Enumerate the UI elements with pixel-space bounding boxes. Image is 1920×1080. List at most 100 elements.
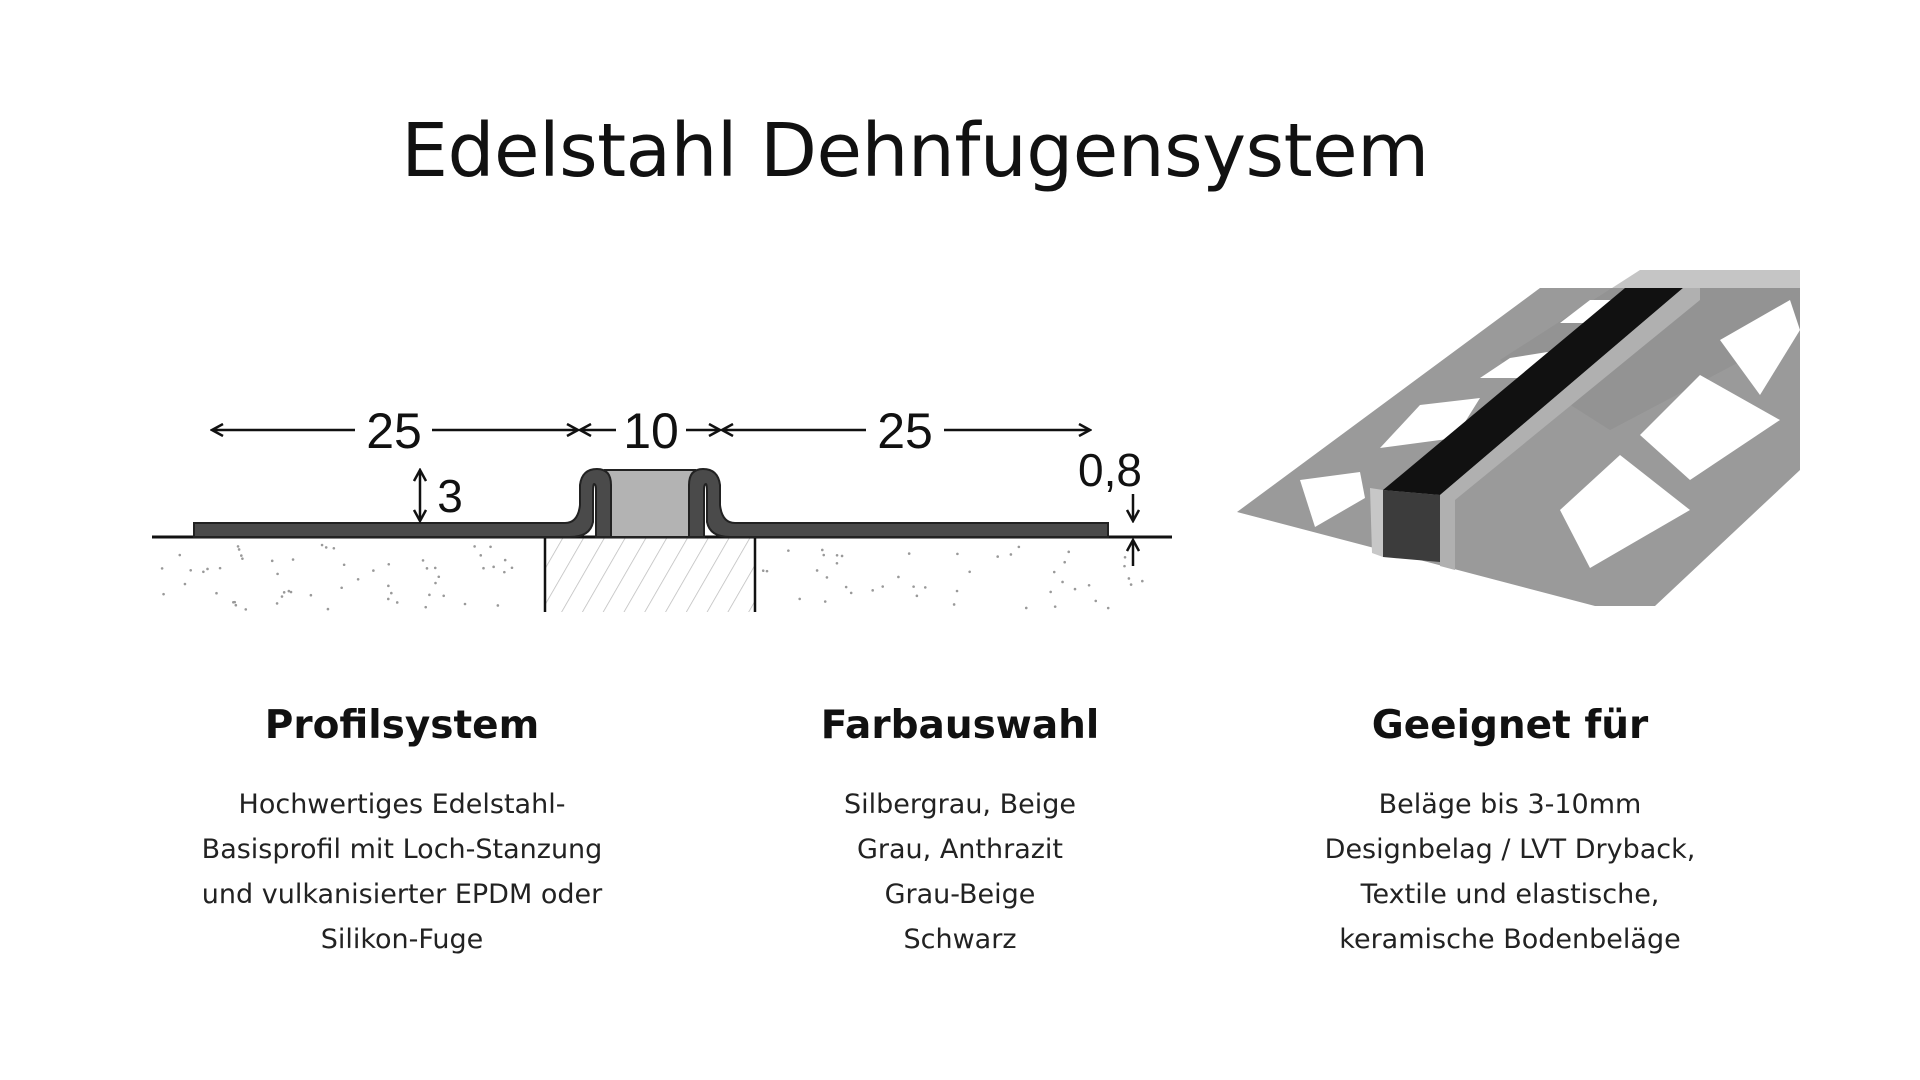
feature-line: Textile und elastische, [1360,879,1660,910]
substrate-dot [390,591,393,595]
substrate-dot [761,569,765,573]
substrate-dot [1017,545,1021,549]
substrate-dot [1127,577,1131,580]
substrate-dot [395,601,399,604]
feature-farbauswahl: Farbauswahl Silbergrau, Beige Grau, Anth… [700,700,1220,962]
substrate-dot [897,575,900,579]
substrate-dot [244,608,248,611]
substrate-dot [871,589,874,592]
substrate-dot [1129,583,1133,586]
substrate-dot [1053,605,1057,608]
feature-line: Silikon-Fuge [320,924,484,955]
substrate-dot [270,559,274,563]
substrate-dot [821,548,824,552]
substrate-dot [1052,570,1056,574]
substrate-dot [823,600,827,603]
feature-profilsystem: Profilsystem Hochwertiges Edelstahl- Bas… [142,700,662,962]
substrate-dot [915,594,919,598]
substrate-dot [503,570,506,574]
substrate-dot [189,568,193,572]
feature-heading: Geeignet für [1371,703,1649,748]
substrate-dot [479,554,483,557]
feature-line: keramische Bodenbeläge [1339,924,1681,955]
substrate-dot [291,558,295,561]
substrate-dot [503,558,507,562]
feature-line: Hochwertiges Edelstahl- [238,789,566,820]
substrate-dot [1024,606,1028,610]
substrate-dot [1061,580,1064,584]
feature-line: Designbelag / LVT Dryback, [1324,834,1696,865]
substrate-dot [206,567,209,571]
substrate-dot [1094,599,1098,603]
substrate-dot [968,570,971,574]
substrate-dot [492,565,495,569]
substrate-dot [183,582,187,586]
substrate-dot [232,600,235,604]
substrate-dot [386,597,390,601]
substrate-dot [237,548,241,551]
substrate-dot [1009,553,1013,556]
substrate-dot [1123,555,1127,559]
substrate-dot [849,591,853,595]
substrate-dot [835,561,839,565]
substrate-dot [332,546,336,550]
dim-label-center: 10 [623,403,679,459]
substrate-dot [1123,564,1126,568]
substrate-dot [372,569,375,572]
substrate-dot [428,593,431,597]
page-title: Edelstahl Dehnfugensystem [401,108,1429,194]
substrate-dot [324,546,328,549]
substrate-dot [1141,579,1144,583]
substrate-dot [287,589,291,593]
substrate-dot [473,545,476,548]
substrate-dot [437,575,441,579]
substrate-dot [840,554,844,558]
substrate-dot [280,595,284,598]
substrate-dot [881,585,885,588]
feature-heading: Profilsystem [264,703,540,748]
substrate-dot [282,591,286,594]
substrate-dot [489,545,492,549]
substrate-dot [241,557,244,560]
profile-left-flange [193,467,612,538]
substrate-dot [433,566,437,570]
substrate-dot [234,603,238,607]
substrate-dot [178,553,182,557]
substrate-dot [218,566,222,570]
feature-line: Silbergrau, Beige [844,789,1076,820]
dim-label-left: 25 [366,403,422,459]
substrate-dot [952,603,956,606]
dim-label-right: 25 [877,403,933,459]
substrate-dot [387,562,391,566]
substrate-dot [236,545,240,548]
substrate-dot [215,591,218,595]
substrate-dot [482,566,485,570]
feature-line: und vulkanisierter EPDM oder [201,879,603,910]
substrate-dot [326,607,330,611]
feature-line: Beläge bis 3-10mm [1378,789,1642,820]
substrate-dot [340,586,343,590]
substrate-dot [202,570,205,574]
substrate-dot [496,604,500,607]
substrate-dot [1049,590,1052,594]
substrate-dot [825,576,829,579]
substrate-dot [463,602,467,606]
dim-label-height: 3 [437,470,463,522]
substrate-dot [765,569,769,573]
substrate-dot [160,567,164,570]
substrate-dot [289,590,293,594]
dim-label-thickness: 0,8 [1078,444,1142,496]
substrate-dot [955,589,959,593]
substrate-dot [996,555,999,558]
substrate-dot [356,578,360,581]
substrate-dot [421,559,425,562]
substrate-dot [1073,587,1077,591]
substrate-dot [815,569,819,572]
substrate-dot [275,602,279,605]
substrate-dot [276,572,279,576]
substrate-dot [162,592,165,596]
substrate-dot [912,585,915,588]
profile-right-flange [688,467,1109,538]
substrate-dot [1063,560,1066,564]
